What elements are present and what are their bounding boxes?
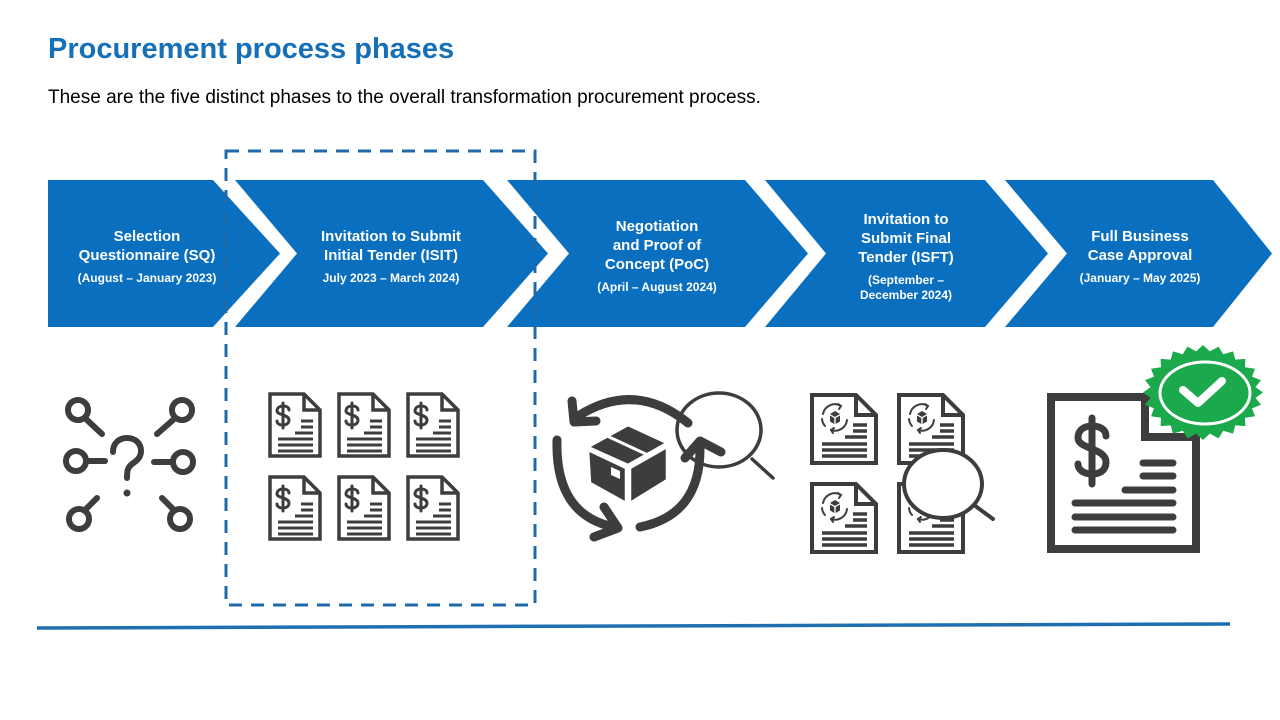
phase-label-4: Invitation to Submit Final Tender (ISFT)… [811,180,1001,327]
dollar-document-icon [337,475,391,541]
dollar-document-icon [406,392,460,458]
phase-title: Selection Questionnaire (SQ) [78,227,216,264]
magnifiers-question-icon [63,397,196,532]
phase-chevron-2 [235,180,548,327]
magnifier-icon [63,448,108,474]
approved-invoice-badge-icon [1047,345,1263,553]
approval-badge-icon [1143,345,1263,440]
box-cycle-magnifier-icon [552,391,775,542]
current-phase-highlight-box [224,149,537,607]
phase-title: Negotiation and Proof of Concept (PoC) [604,218,710,273]
page-subtitle: These are the five distinct phases to th… [48,87,761,108]
phase-title: Invitation to Submit Final Tender (ISFT) [858,210,954,266]
bottom-divider [36,622,1231,630]
dollar-document-icon [337,392,391,458]
phase-chevron-5 [1005,180,1272,327]
magnifier-icon [902,448,995,521]
magnifier-icon [159,495,193,532]
magnifier-icon [66,495,100,532]
magnifier-icon [151,449,196,475]
cycle-document-icon [810,482,878,554]
phase-dates: (April – August 2024) [597,280,717,294]
dollar-document-icon [268,475,322,541]
phase-chevron-4 [765,180,1048,327]
package-box-icon [586,423,669,505]
checkmark-icon [1179,377,1226,407]
phase-label-5: Full Business Case Approval (January – M… [1045,180,1235,327]
cycle-arrows-icon [552,395,726,542]
cycle-document-icon [810,393,878,465]
dollar-document-icon [406,475,460,541]
magnifier-icon [675,391,775,480]
page-title: Procurement process phases [48,33,455,65]
documents-magnifier-icon [810,393,995,554]
phase-dates: July 2023 – March 2024) [322,270,460,285]
magnifier-icon [154,397,195,437]
dollar-document-icon [268,392,322,458]
phase-label-1: Selection Questionnaire (SQ) (August – J… [52,180,242,327]
dollar-documents-icon [268,392,460,541]
phase-dates: (September – December 2024) [859,272,953,302]
magnifier-icon [65,397,105,437]
invoice-document-icon [1047,393,1200,553]
phase-label-3: Negotiation and Proof of Concept (PoC) (… [562,180,752,327]
phase-label-2: Invitation to Submit Initial Tender (ISI… [296,180,486,327]
phase-title: Invitation to Submit Initial Tender (ISI… [321,227,461,264]
phase-dates: (January – May 2025) [1079,270,1201,285]
question-mark-icon [110,435,144,497]
phase-dates: (August – January 2023) [77,270,217,285]
phase-chevron-1 [48,180,280,327]
phase-title: Full Business Case Approval [1087,227,1193,264]
phase-chevron-3 [507,180,808,327]
